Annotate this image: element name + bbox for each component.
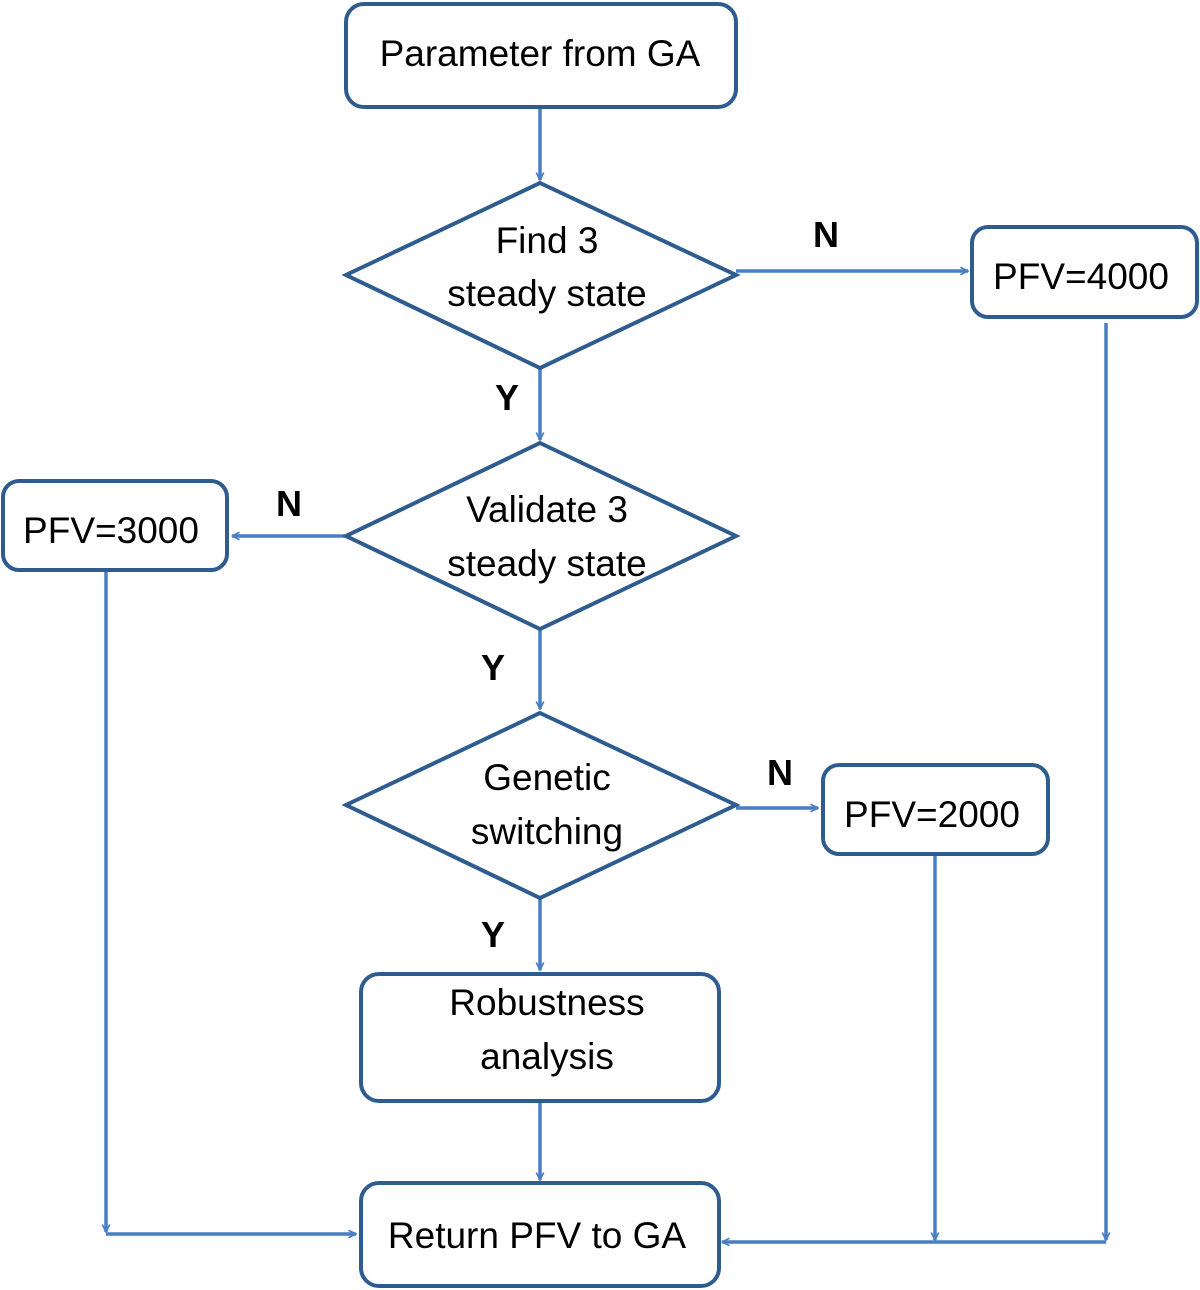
- find-yes-label: Y: [495, 377, 519, 418]
- genetic-switching-decision: [341, 710, 741, 901]
- validate-decision-label-line2: steady state: [447, 543, 647, 584]
- genetic-decision-label-line1: Genetic: [483, 757, 611, 798]
- validate-yes-label: Y: [481, 647, 505, 688]
- robustness-label-line1: Robustness: [449, 982, 644, 1023]
- return-node-label: Return PFV to GA: [388, 1215, 686, 1256]
- pfv-2000-label: PFV=2000: [844, 794, 1020, 835]
- return-node: [359, 1181, 721, 1288]
- find-decision-label-line2: steady state: [447, 273, 647, 314]
- genetic-yes-label: Y: [481, 914, 505, 955]
- find-steady-state-decision: [341, 180, 741, 371]
- genetic-decision-label-line2: switching: [471, 811, 623, 852]
- start-node: [344, 2, 738, 109]
- validate-steady-state-decision: [341, 440, 741, 632]
- robustness-label-line2: analysis: [480, 1036, 614, 1077]
- pfv-3000-label: PFV=3000: [23, 510, 199, 551]
- pfv-4000-node: [970, 225, 1199, 319]
- validate-decision-label-line1: Validate 3: [466, 489, 628, 530]
- start-node-label: Parameter from GA: [380, 33, 701, 74]
- robustness-analysis-node: [359, 972, 721, 1103]
- find-no-label: N: [813, 214, 839, 255]
- genetic-no-label: N: [767, 752, 793, 793]
- find-decision-label-line1: Find 3: [496, 220, 599, 261]
- pfv-3000-node: [1, 479, 229, 572]
- pfv-2000-node: [821, 763, 1050, 856]
- pfv-4000-label: PFV=4000: [993, 256, 1169, 297]
- validate-no-label: N: [276, 483, 302, 524]
